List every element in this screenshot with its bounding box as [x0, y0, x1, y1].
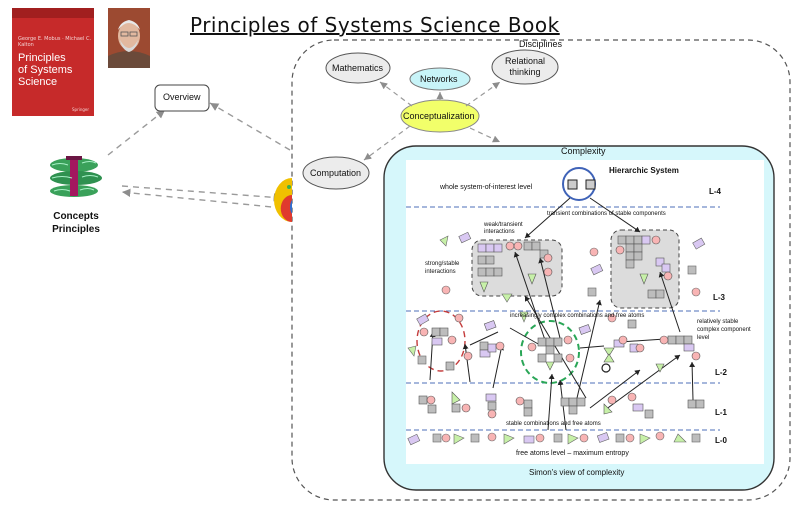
- concepts-principles-icon: [50, 156, 102, 197]
- concepts-principles-caption: Concepts Principles: [40, 210, 112, 236]
- arrow-to-mathematics: [379, 81, 413, 107]
- book-title-line2: of Systems: [18, 64, 73, 76]
- book-title: Principles of Systems Science: [18, 52, 72, 88]
- weak-transient-line1: weak/transient: [484, 222, 523, 228]
- networks-label: Networks: [420, 74, 458, 84]
- simon-view-caption: Simon's view of complexity: [529, 468, 625, 477]
- increasingly-complex-label: increasingly complex combinations and fr…: [510, 313, 645, 319]
- hierarchic-system-label: Hierarchic System: [609, 166, 679, 175]
- relatively-stable-line3: level: [697, 335, 710, 341]
- concepts-label: Concepts: [53, 211, 99, 222]
- overview-node[interactable]: [154, 84, 210, 112]
- book-title-line3: Science: [18, 76, 58, 88]
- free-atoms-label: free atoms level – maximum entropy: [516, 450, 629, 457]
- level-l2-label: L-2: [715, 368, 727, 377]
- computation-label: Computation: [310, 168, 362, 178]
- red-dashed-group: [416, 310, 466, 372]
- simon-diagram-panel: [406, 160, 764, 464]
- relatively-stable-line1: relatively stable: [697, 319, 739, 325]
- strong-stable-line1: strong/stable: [425, 261, 460, 267]
- level-l4-label: L-4: [709, 187, 721, 196]
- arrow-to-complexity: [469, 127, 501, 143]
- globe-icon: [274, 178, 292, 222]
- book-authors: George E. Mobus · Michael C. Kalton: [18, 36, 92, 48]
- weak-transient-label: weak/transient interactions: [484, 222, 523, 236]
- strong-stable-label: strong/stable interactions: [425, 260, 459, 276]
- mathematics-label: Mathematics: [332, 63, 384, 73]
- weak-transient-line2: interactions: [484, 229, 515, 235]
- relational-thinking-caption: Relational thinking: [496, 56, 554, 78]
- arrow-disciplines-to-concepts: [121, 188, 283, 209]
- arrow-concepts-to-disciplines: [121, 185, 283, 202]
- level-l1-label: L-1: [715, 408, 727, 417]
- computation-node[interactable]: [302, 156, 370, 190]
- disciplines-container: [291, 39, 791, 501]
- relational-thinking-node[interactable]: [491, 49, 559, 85]
- stable-combinations-label: stable combinations and free atoms: [506, 421, 601, 427]
- mathematics-node[interactable]: [325, 52, 391, 84]
- principles-label: Principles: [52, 224, 100, 235]
- hierarchy-arrows: [429, 197, 696, 431]
- book-publisher: Springer: [71, 107, 89, 112]
- atoms-layer: [407, 231, 706, 446]
- book-title-line1: Principles: [18, 52, 66, 64]
- strong-stable-line2: interactions: [425, 269, 456, 275]
- relatively-stable-label: relatively stable complex component leve…: [697, 318, 751, 342]
- disciplines-label: Disciplines: [519, 39, 563, 49]
- author-portrait-image: [108, 8, 150, 68]
- book-cover-top-band: [12, 8, 94, 18]
- arrow-to-relational-thinking: [465, 81, 501, 107]
- whole-system-level-label: whole system-of-interest level: [440, 184, 533, 191]
- book-cover[interactable]: George E. Mobus · Michael C. Kalton Prin…: [12, 8, 94, 116]
- relational-label: Relational: [504, 56, 546, 66]
- green-dashed-group: [520, 320, 580, 384]
- arrow-disciplines-to-overview: [209, 102, 291, 151]
- thinking-label: thinking: [509, 67, 541, 77]
- arrow-concepts-to-overview: [107, 109, 166, 156]
- complexity-title: Complexity: [561, 146, 606, 156]
- relatively-stable-line2: complex component: [697, 327, 751, 333]
- page-title: Principles of Systems Science Book: [190, 13, 560, 37]
- level-l0-label: L-0: [715, 436, 727, 445]
- left-l3-cluster: [471, 239, 563, 297]
- arrow-to-computation: [363, 125, 411, 161]
- level-l3-label: L-3: [713, 293, 725, 302]
- conceptualization-label: Conceptualization: [403, 111, 475, 121]
- transient-combinations-label: transient combinations of stable compone…: [547, 211, 666, 217]
- author-photo: [108, 8, 150, 68]
- networks-node[interactable]: [409, 67, 471, 91]
- overview-label: Overview: [163, 92, 201, 102]
